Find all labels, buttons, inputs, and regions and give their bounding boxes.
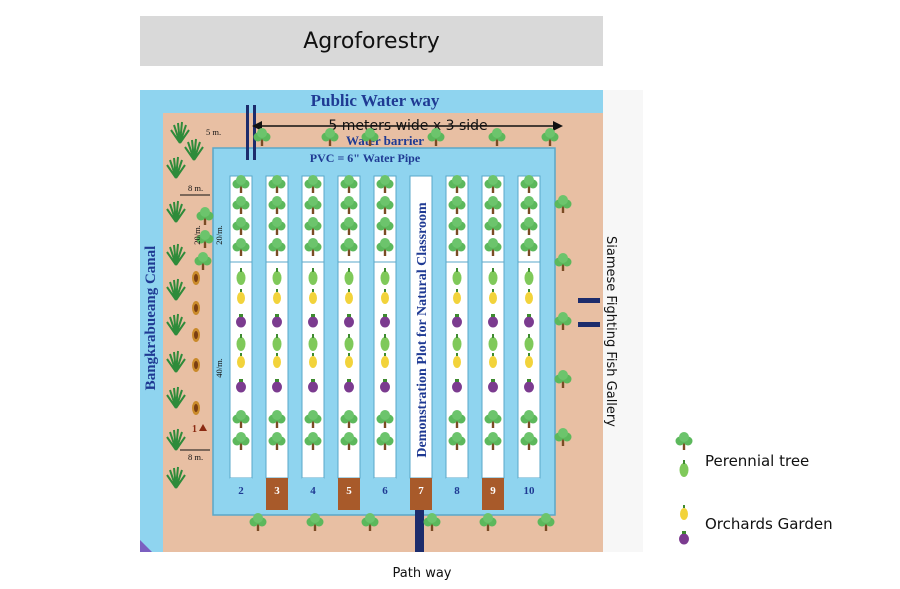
marker-number: 1 xyxy=(192,424,197,435)
plot-number: 6 xyxy=(382,485,388,497)
water-barrier-label: Water barrier xyxy=(346,133,424,148)
canal-label: Bangkrabueang Canal xyxy=(143,246,159,391)
plot-number: 8 xyxy=(454,485,460,497)
plot-column: 6 xyxy=(373,175,397,510)
plot-number: 2 xyxy=(238,485,244,497)
classroom-label: Demonstration Plot for Natural Classroom xyxy=(415,202,430,458)
plot-column: 10 xyxy=(517,175,541,510)
dim-5m: 5 m. xyxy=(206,127,221,137)
plot-number: 7 xyxy=(418,485,424,497)
pipe-bottom xyxy=(415,510,424,552)
orchard-fruit-icon xyxy=(680,505,688,520)
corner-mark xyxy=(140,540,152,552)
legend-icons xyxy=(675,432,693,545)
pipe-label: PVC = 6" Water Pipe xyxy=(310,151,421,165)
marker-triangle xyxy=(199,424,207,431)
dim-20m-a: 20/m. xyxy=(192,225,202,245)
plot-column: 4 xyxy=(301,175,325,510)
plot-number: 10 xyxy=(524,485,536,497)
dim-8m-bottom: 8 m. xyxy=(188,452,203,462)
perennial-tree-icon xyxy=(675,432,693,450)
plot-number: 5 xyxy=(346,485,352,497)
eggplant-icon xyxy=(679,531,689,545)
diagram-title: Agroforestry xyxy=(140,16,603,66)
plot-number: 9 xyxy=(490,485,496,497)
plot-column: 8 xyxy=(445,175,469,510)
pipe-right-a xyxy=(578,298,600,303)
width-label: 5 meters wide x 3 side xyxy=(328,118,487,134)
legend-orchard: Orchards Garden xyxy=(705,515,833,533)
plot-columns: 2 3 4 5 6 7 8 9 10 xyxy=(229,175,541,510)
right-margin xyxy=(603,90,643,552)
pipe-top-left-a xyxy=(246,105,249,160)
dim-40m: 40/m. xyxy=(214,358,224,378)
fish-gallery-label: Siamese Fighting Fish Gallery xyxy=(603,236,618,427)
public-water-label: Public Water way xyxy=(311,91,440,110)
dim-8m-top: 8 m. xyxy=(188,183,203,193)
dim-20m-b: 20/m. xyxy=(214,225,224,245)
plot-number: 3 xyxy=(274,485,280,497)
pipe-right-b xyxy=(578,322,600,327)
plot-column: 9 xyxy=(481,175,505,510)
plot-number: 4 xyxy=(310,485,316,497)
leaf-icon xyxy=(679,460,689,477)
pipe-top-left-b xyxy=(253,105,256,160)
plot-column: 7 xyxy=(409,175,433,510)
legend-perennial: Perennial tree xyxy=(705,452,810,470)
path-way-label: Path way xyxy=(392,566,452,581)
plot-column: 5 xyxy=(337,175,361,510)
plot-column: 2 xyxy=(229,175,253,510)
plot-column: 3 xyxy=(265,175,289,510)
